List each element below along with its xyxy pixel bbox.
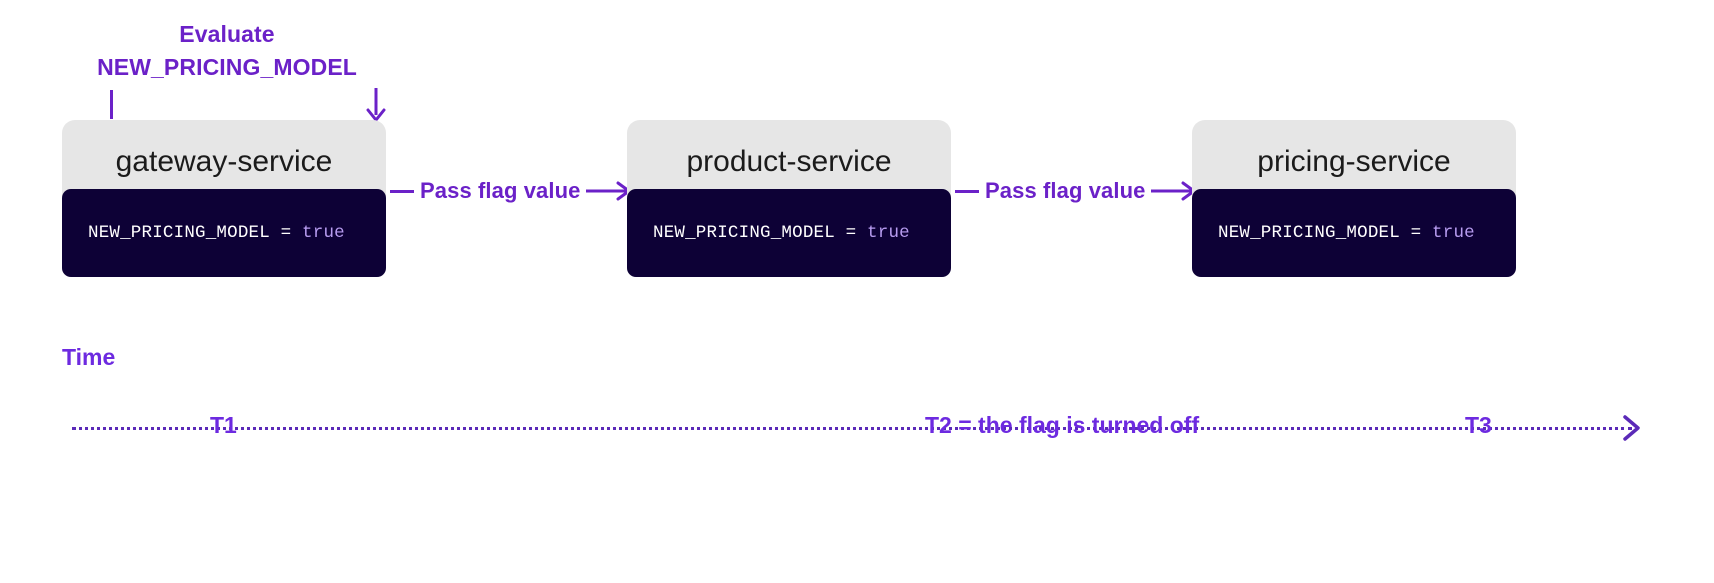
- code-equals: =: [1410, 223, 1422, 243]
- code-equals: =: [845, 223, 857, 243]
- code-flag-key: NEW_PRICING_MODEL: [653, 223, 835, 243]
- code-flag-value: true: [867, 223, 910, 243]
- evaluate-annotation: Evaluate NEW_PRICING_MODEL: [62, 18, 392, 83]
- flow-arrow-gateway-to-product: Pass flag value: [390, 176, 632, 206]
- arrow-right-icon: [1617, 413, 1647, 443]
- code-flag-key: NEW_PRICING_MODEL: [1218, 223, 1400, 243]
- code-line: NEW_PRICING_MODEL = true: [1218, 223, 1475, 243]
- code-flag-value: true: [1432, 223, 1475, 243]
- timeline-tick-t3: T3: [1465, 412, 1492, 438]
- flow-line-segment: [955, 189, 979, 193]
- code-equals: =: [280, 223, 292, 243]
- evaluate-annotation-line1: Evaluate: [179, 21, 275, 47]
- timeline-axis: [72, 427, 1632, 430]
- service-title: gateway-service: [115, 144, 333, 178]
- service-code-block-gateway: NEW_PRICING_MODEL = true: [62, 189, 386, 277]
- arrow-right-icon: [586, 178, 632, 204]
- service-title: product-service: [686, 144, 892, 178]
- timeline-tick-t1: T1: [210, 412, 237, 438]
- flow-label: Pass flag value: [420, 178, 581, 203]
- code-flag-key: NEW_PRICING_MODEL: [88, 223, 270, 243]
- service-code-block-product: NEW_PRICING_MODEL = true: [627, 189, 951, 277]
- service-title: pricing-service: [1257, 144, 1451, 178]
- flow-label: Pass flag value: [985, 178, 1146, 203]
- code-line: NEW_PRICING_MODEL = true: [653, 223, 910, 243]
- flow-arrow-product-to-pricing: Pass flag value: [955, 176, 1197, 206]
- service-code-block-pricing: NEW_PRICING_MODEL = true: [1192, 189, 1516, 277]
- evaluate-annotation-line2: NEW_PRICING_MODEL: [97, 53, 357, 80]
- flow-line-segment: [390, 189, 414, 193]
- arrow-right-icon: [1151, 178, 1197, 204]
- code-flag-value: true: [302, 223, 345, 243]
- timeline-label: Time: [62, 344, 116, 370]
- arrow-down-icon: [363, 88, 389, 122]
- vertical-line-icon: [110, 90, 113, 119]
- timeline-tick-t2: T2 = the flag is turned off: [925, 412, 1200, 438]
- code-line: NEW_PRICING_MODEL = true: [88, 223, 345, 243]
